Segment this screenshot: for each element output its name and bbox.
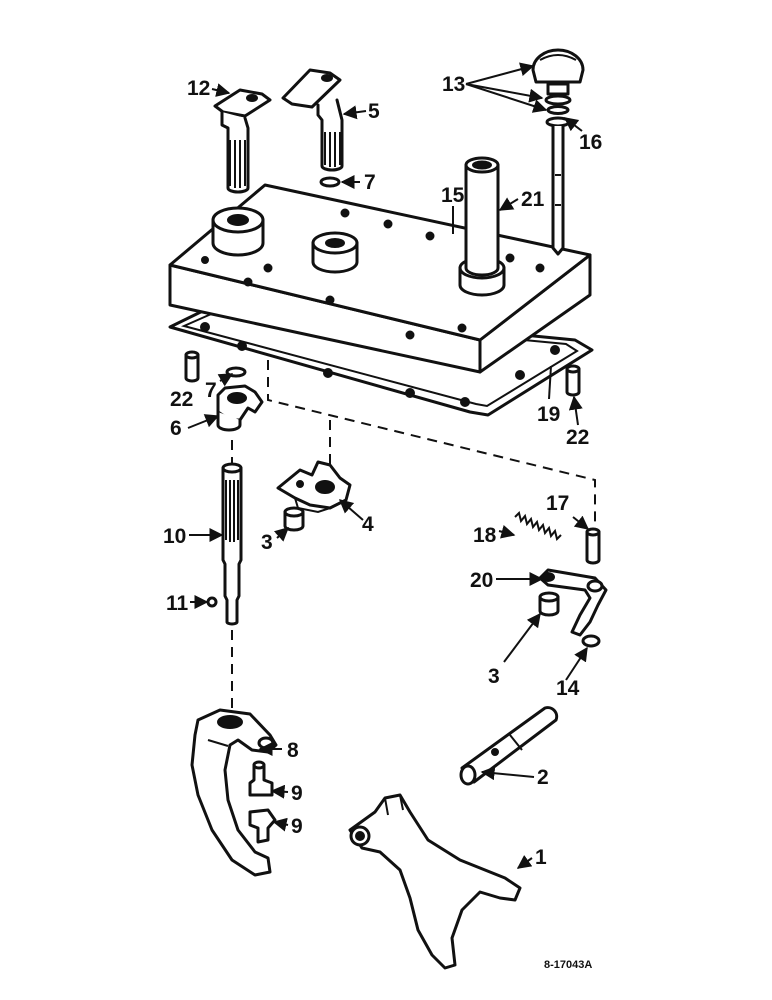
callout-19: 19 [537, 403, 560, 426]
lever-shaft-12 [213, 88, 272, 194]
dowel-pin-left [184, 350, 200, 383]
callout-16: 16 [579, 131, 602, 154]
shift-knob-assembly [531, 48, 585, 256]
selector-4 [276, 460, 352, 514]
callout-7-top: 7 [364, 171, 376, 194]
screw-lower [248, 808, 277, 844]
callout-20: 20 [470, 569, 493, 592]
shaft-10 [221, 462, 243, 626]
pin-11 [206, 596, 218, 608]
interlock-pin [585, 527, 601, 565]
callout-9-upper: 9 [291, 782, 303, 805]
bushing-left [283, 506, 305, 532]
bushing-right [538, 591, 560, 617]
o-ring-top [319, 176, 341, 188]
callout-4: 4 [362, 513, 374, 536]
callout-9-lower: 9 [291, 815, 303, 838]
callout-15: 15 [441, 184, 465, 207]
lock-lever [538, 568, 608, 637]
shift-rail [459, 706, 559, 786]
callout-labels: 12 5 13 16 7 15 21 22 7 6 19 22 17 4 18 … [163, 73, 602, 971]
lever-tube [464, 156, 500, 277]
callout-14: 14 [556, 677, 580, 700]
callout-1: 1 [535, 846, 547, 869]
leader-lines [187, 62, 590, 869]
callout-22-left: 22 [170, 388, 193, 411]
callout-12: 12 [187, 77, 210, 100]
drawing-number: 8-17043A [544, 959, 592, 971]
callout-22-right: 22 [566, 426, 589, 449]
dowel-pin-right [565, 364, 581, 397]
callout-3-right: 3 [488, 665, 500, 688]
callout-6: 6 [170, 417, 182, 440]
callout-17: 17 [546, 492, 569, 515]
cover-plate [168, 183, 592, 374]
washer-14 [581, 634, 601, 648]
callout-5: 5 [368, 100, 380, 123]
callout-11: 11 [166, 592, 189, 615]
screw-upper [248, 760, 274, 797]
callout-10: 10 [163, 525, 186, 548]
callout-13: 13 [442, 73, 465, 96]
spring [514, 511, 562, 541]
callout-3-left: 3 [261, 531, 273, 554]
lever-shaft-5 [281, 68, 344, 172]
callout-2: 2 [537, 766, 549, 789]
selector-6 [216, 384, 264, 432]
callout-8: 8 [287, 739, 299, 762]
callout-21: 21 [521, 188, 545, 211]
shift-fork-1 [348, 793, 522, 970]
callout-18: 18 [473, 524, 497, 547]
callout-7-left: 7 [205, 379, 217, 402]
